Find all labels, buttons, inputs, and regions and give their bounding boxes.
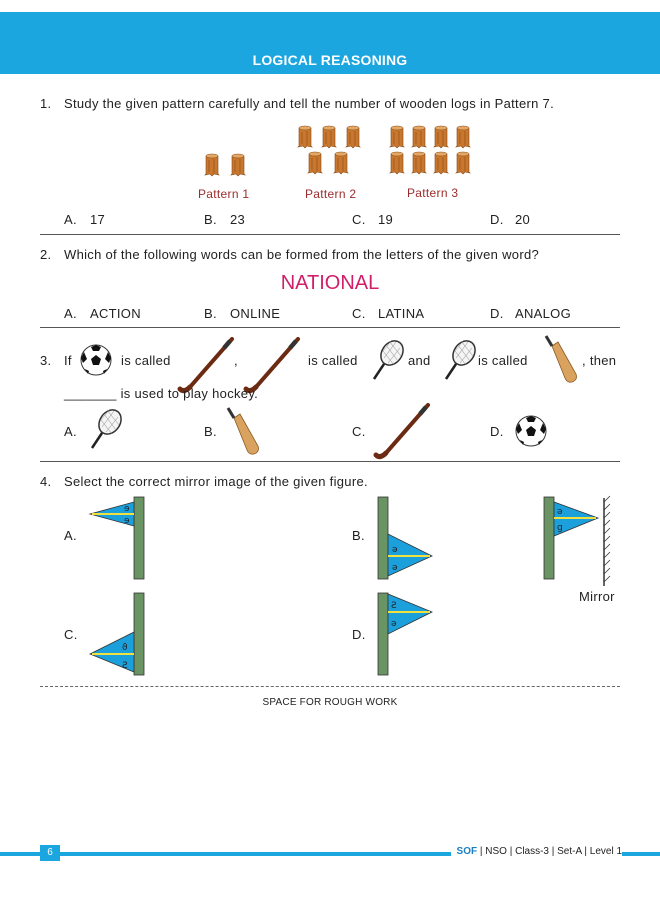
pattern-3-caption: Pattern 3 [407, 186, 459, 200]
svg-text:ə: ə [392, 545, 398, 555]
q3-is-called-2: is called [308, 353, 358, 368]
q1-option-c-value[interactable]: 19 [378, 212, 394, 227]
flag-option-d-icon[interactable]: Ƨ ə [374, 590, 434, 680]
q2-option-b-value[interactable]: ONLINE [230, 306, 281, 321]
svg-text:ϑ: ϑ [122, 643, 128, 653]
q1-option-a-letter[interactable]: A. [64, 212, 77, 227]
sof-logo: SOF [456, 846, 478, 857]
q2-option-d-value[interactable]: ANALOG [515, 306, 571, 321]
svg-text:g: g [557, 523, 563, 533]
pattern-2-logs [297, 125, 361, 175]
q1-option-c-letter[interactable]: C. [352, 212, 366, 227]
q2-text: Which of the following words can be form… [64, 247, 540, 262]
footer-text: | NSO | Class-3 | Set-A | Level 1 [479, 846, 622, 857]
hockey-stick-icon [178, 339, 238, 389]
header-banner [0, 12, 660, 74]
pattern-1-logs [204, 153, 246, 177]
svg-text:ɘ: ɘ [124, 504, 130, 514]
q1-option-b-letter[interactable]: B. [204, 212, 217, 227]
q3-if: If [64, 353, 72, 368]
flag-option-b-icon[interactable]: ə ə [374, 494, 434, 584]
hockey-stick-icon [244, 339, 304, 389]
q1-number: 1. [40, 96, 52, 111]
pattern-1-caption: Pattern 1 [198, 187, 250, 201]
q2-option-a-letter[interactable]: A. [64, 306, 77, 321]
q2-option-d-letter[interactable]: D. [490, 306, 504, 321]
tennis-racket-icon [444, 335, 481, 381]
flag-option-c-icon[interactable]: ϑ Ƨ [88, 590, 148, 680]
svg-text:ɘ: ɘ [124, 516, 130, 526]
cricket-bat-icon[interactable] [220, 406, 270, 458]
football-icon [80, 344, 112, 376]
flag-option-a-icon[interactable]: ɘ ɘ [88, 494, 148, 584]
q3-and: and [408, 353, 431, 368]
mirror-label: Mirror [579, 589, 615, 604]
svg-text:Ƨ: Ƨ [122, 661, 128, 671]
q3-option-c[interactable]: C. [352, 424, 366, 439]
divider [40, 327, 620, 328]
svg-text:Ƨ: Ƨ [391, 601, 397, 611]
q3-line-2: _______ is used to play hockey. [64, 386, 259, 401]
pattern-2-caption: Pattern 2 [305, 187, 357, 201]
q2-number: 2. [40, 247, 52, 262]
q2-option-b-letter[interactable]: B. [204, 306, 217, 321]
given-word: NATIONAL [280, 272, 380, 294]
q4-option-d[interactable]: D. [352, 627, 366, 642]
hockey-stick-icon[interactable] [374, 405, 434, 455]
q2-option-c-letter[interactable]: C. [352, 306, 366, 321]
q4-option-c[interactable]: C. [64, 627, 78, 642]
q4-option-a[interactable]: A. [64, 528, 77, 543]
pattern-3-logs [389, 125, 471, 175]
svg-text:ə: ə [392, 563, 398, 573]
q3-option-a[interactable]: A. [64, 424, 77, 439]
q1-text: Study the given pattern carefully and te… [64, 96, 554, 111]
q1-option-a-value[interactable]: 17 [90, 212, 106, 227]
tennis-racket-icon[interactable] [86, 404, 127, 456]
tennis-racket-icon [372, 335, 409, 381]
footer-line [0, 852, 660, 856]
given-figure-with-mirror: ə g [543, 495, 611, 586]
q2-option-a-value[interactable]: ACTION [90, 306, 141, 321]
q3-is-called-1: is called [121, 353, 171, 368]
footer-info: SOF | NSO | Class-3 | Set-A | Level 1 [450, 846, 622, 857]
q2-option-c-value[interactable]: LATINA [378, 306, 425, 321]
q3-comma: , [234, 353, 238, 368]
q3-option-d[interactable]: D. [490, 424, 504, 439]
q3-then: , then [582, 353, 617, 368]
page-number: 6 [40, 845, 60, 861]
q1-option-d-value[interactable]: 20 [515, 212, 531, 227]
q3-number: 3. [40, 353, 52, 368]
svg-text:ə: ə [557, 507, 563, 517]
q1-option-b-value[interactable]: 23 [230, 212, 246, 227]
football-icon[interactable] [514, 414, 548, 448]
divider [40, 461, 620, 462]
q3-option-b[interactable]: B. [204, 424, 217, 439]
cricket-bat-icon [544, 334, 578, 384]
q4-option-b[interactable]: B. [352, 528, 365, 543]
rough-work-divider [40, 686, 620, 687]
section-title: LOGICAL REASONING [252, 52, 408, 68]
q4-text: Select the correct mirror image of the g… [64, 474, 368, 489]
rough-work-label: SPACE FOR ROUGH WORK [262, 697, 398, 708]
q4-number: 4. [40, 474, 52, 489]
q3-is-called-3: is called [478, 353, 528, 368]
svg-text:ə: ə [391, 619, 397, 629]
divider [40, 234, 620, 235]
q1-option-d-letter[interactable]: D. [490, 212, 504, 227]
